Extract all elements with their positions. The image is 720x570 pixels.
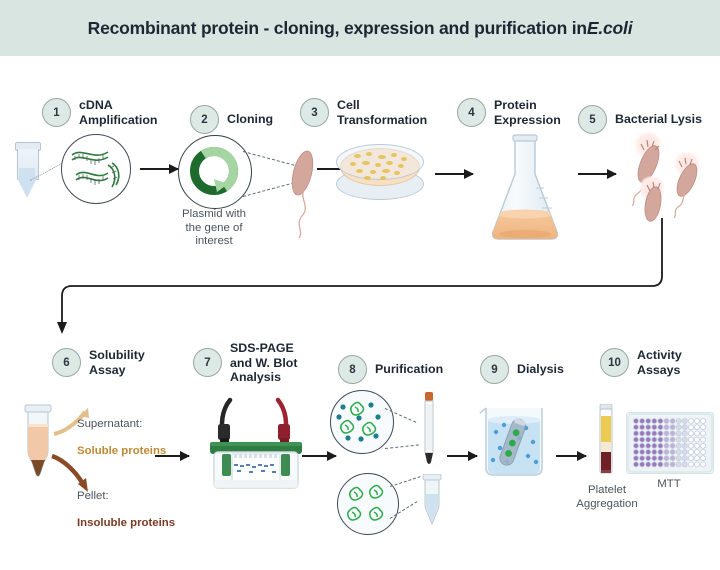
step-badge-2: 2 — [190, 105, 219, 134]
flow-arrow-6-to-7 — [155, 451, 190, 461]
flow-arrow-3-to-4 — [435, 169, 474, 179]
bacterium-flagellum-icon — [298, 188, 306, 238]
step-label-1: cDNA Amplification — [79, 98, 158, 127]
pellet-arrow-icon — [51, 454, 88, 492]
step-header-2: 2 Cloning — [190, 105, 273, 134]
plasmid-gene-ring — [190, 147, 238, 195]
step-header-1: 1 cDNA Amplification — [42, 98, 158, 128]
lysis-spikes-3 — [646, 181, 661, 192]
dna-strands-icon — [71, 151, 120, 188]
collection-tube-icon — [422, 474, 442, 524]
step-header-10: 10 Activity Assays — [600, 348, 682, 378]
erlenmeyer-flask-icon — [491, 134, 559, 240]
page-title-main: Recombinant protein - cloning, expressio… — [87, 17, 587, 38]
platelet-caption: Platelet Aggregation — [576, 484, 638, 510]
step-header-3: 3 Cell Transformation — [300, 98, 428, 128]
crude-lysate-contents — [336, 401, 381, 442]
step-badge-9: 9 — [480, 355, 509, 384]
pcr-tube-icon — [14, 142, 41, 198]
flow-arrow-4-to-5 — [578, 169, 617, 179]
pellet-value: Insoluble proteins — [77, 516, 176, 529]
step-badge-7: 7 — [193, 348, 222, 378]
diagram-canvas: 1 cDNA Amplification 2 Cloning 3 Cell Tr… — [0, 56, 720, 570]
step-label-2: Cloning — [227, 112, 274, 127]
step-label-4: Protein Expression — [494, 98, 561, 127]
step-header-5: 5 Bacterial Lysis — [578, 105, 702, 134]
plasmid-outer-ring — [178, 135, 252, 209]
solubility-tube-icon — [24, 404, 52, 477]
step-badge-6: 6 — [52, 348, 81, 378]
lysis-flagellum-2 — [673, 188, 689, 218]
lysis-spikes-1 — [640, 139, 660, 151]
chromatography-column-icon — [424, 392, 434, 464]
row-connector-arrow — [57, 218, 663, 334]
step-label-3: Cell Transformation — [337, 98, 428, 127]
crude-lysate-circle — [330, 390, 394, 454]
step-label-9: Dialysis — [517, 362, 564, 377]
bacterial-lysis-icon — [618, 132, 710, 224]
step-header-4: 4 Protein Expression — [457, 98, 561, 128]
flow-arrow-7-to-8 — [302, 451, 337, 461]
page-title-italic: E.coli — [586, 17, 633, 38]
flow-arrow-9-to-10 — [556, 451, 587, 461]
plasmid-arrowhead-icon — [214, 179, 228, 192]
step-header-7: 7 SDS-PAGE and W. Blot Analysis — [193, 341, 297, 385]
flow-arrow-1-to-2 — [140, 164, 179, 174]
supernatant-arrow-icon — [53, 408, 89, 436]
supernatant-value: Soluble proteins — [77, 444, 167, 457]
pellet-caption: Pellet: Insoluble proteins — [77, 476, 175, 544]
step-label-7: SDS-PAGE and W. Blot Analysis — [230, 341, 298, 385]
step-header-9: 9 Dialysis — [480, 355, 564, 384]
step-label-6: Solubility Assay — [89, 348, 145, 377]
plasmid-caption: Plasmid with the gene of interest — [182, 208, 246, 248]
step-label-5: Bacterial Lysis — [615, 112, 703, 127]
step-badge-4: 4 — [457, 98, 486, 128]
flow-arrow-8-to-9 — [447, 451, 478, 461]
pellet-title: Pellet: — [77, 489, 109, 502]
dna-magnifier-circle — [61, 134, 131, 204]
step-badge-8: 8 — [338, 355, 367, 384]
step-label-8: Purification — [375, 362, 444, 377]
step-badge-5: 5 — [578, 105, 607, 134]
mtt-caption: MTT — [657, 478, 681, 490]
petri-dish-icon — [336, 144, 424, 200]
mtt-plate-icon — [626, 412, 714, 474]
supernatant-caption: Supernatant: Soluble proteins — [77, 404, 166, 472]
lysis-spikes-2 — [678, 157, 693, 168]
step-header-8: 8 Purification — [338, 355, 443, 384]
purified-protein-circle — [337, 473, 399, 535]
platelet-aggregation-tube-icon — [599, 404, 613, 474]
step-badge-3: 3 — [300, 98, 329, 128]
step-label-10: Activity Assays — [637, 348, 682, 377]
header-band: Recombinant protein - cloning, expressio… — [0, 0, 720, 56]
step-badge-10: 10 — [600, 348, 629, 378]
step-badge-1: 1 — [42, 98, 71, 128]
dialysis-beaker-icon — [479, 407, 543, 476]
electrophoresis-unit-icon — [196, 394, 316, 494]
supernatant-title: Supernatant: — [77, 417, 143, 430]
purified-protein-contents — [346, 484, 384, 521]
step-header-6: 6 Solubility Assay — [52, 348, 145, 378]
page-title: Recombinant protein - cloning, expressio… — [0, 0, 720, 56]
